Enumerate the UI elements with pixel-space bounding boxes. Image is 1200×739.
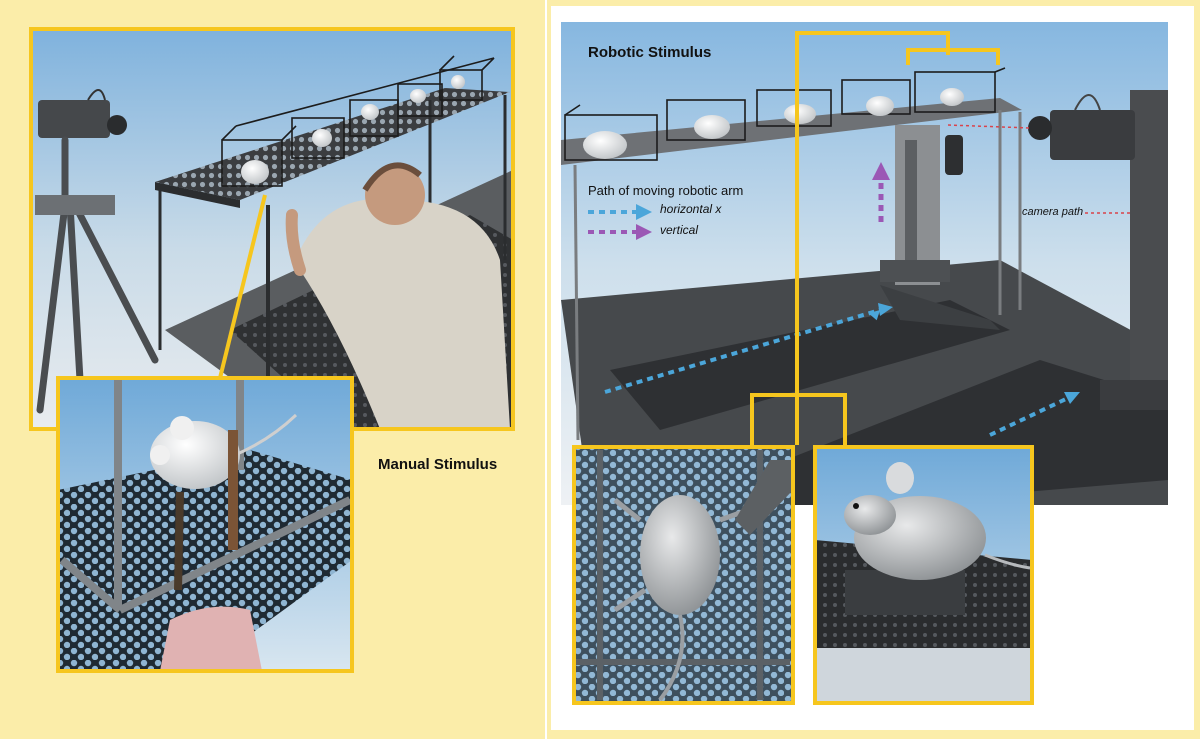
camera-path-label: camera path	[1022, 206, 1084, 218]
side-inset-frame	[813, 445, 1034, 705]
legend-horizontal-label: horizontal x	[660, 202, 722, 216]
robotic-inset-underside	[574, 447, 793, 703]
robotic-arm-icon	[880, 125, 1000, 330]
mouse-icon	[844, 462, 1031, 580]
legend-title: Path of moving robotic arm	[588, 183, 744, 198]
legend-vertical-label: vertical	[660, 223, 699, 237]
tripod-icon	[35, 136, 159, 414]
camera-icon	[1028, 90, 1168, 410]
manual-scene	[31, 29, 513, 429]
camera-icon	[38, 89, 127, 138]
mouse-icon	[613, 495, 749, 702]
robotic-scene	[561, 22, 1168, 505]
underside-inset-frame	[572, 445, 795, 705]
manual-stimulus-title: Manual Stimulus	[378, 456, 498, 473]
mouse-icon	[241, 75, 465, 184]
experimenter	[285, 162, 510, 429]
robotic-inset-side	[815, 447, 1032, 703]
mouse-icon	[583, 88, 964, 159]
manual-inset-frame	[56, 376, 354, 673]
manual-inset	[58, 378, 352, 671]
mouse-icon	[150, 413, 298, 489]
robotic-stimulus-title: Robotic Stimulus	[588, 44, 712, 61]
